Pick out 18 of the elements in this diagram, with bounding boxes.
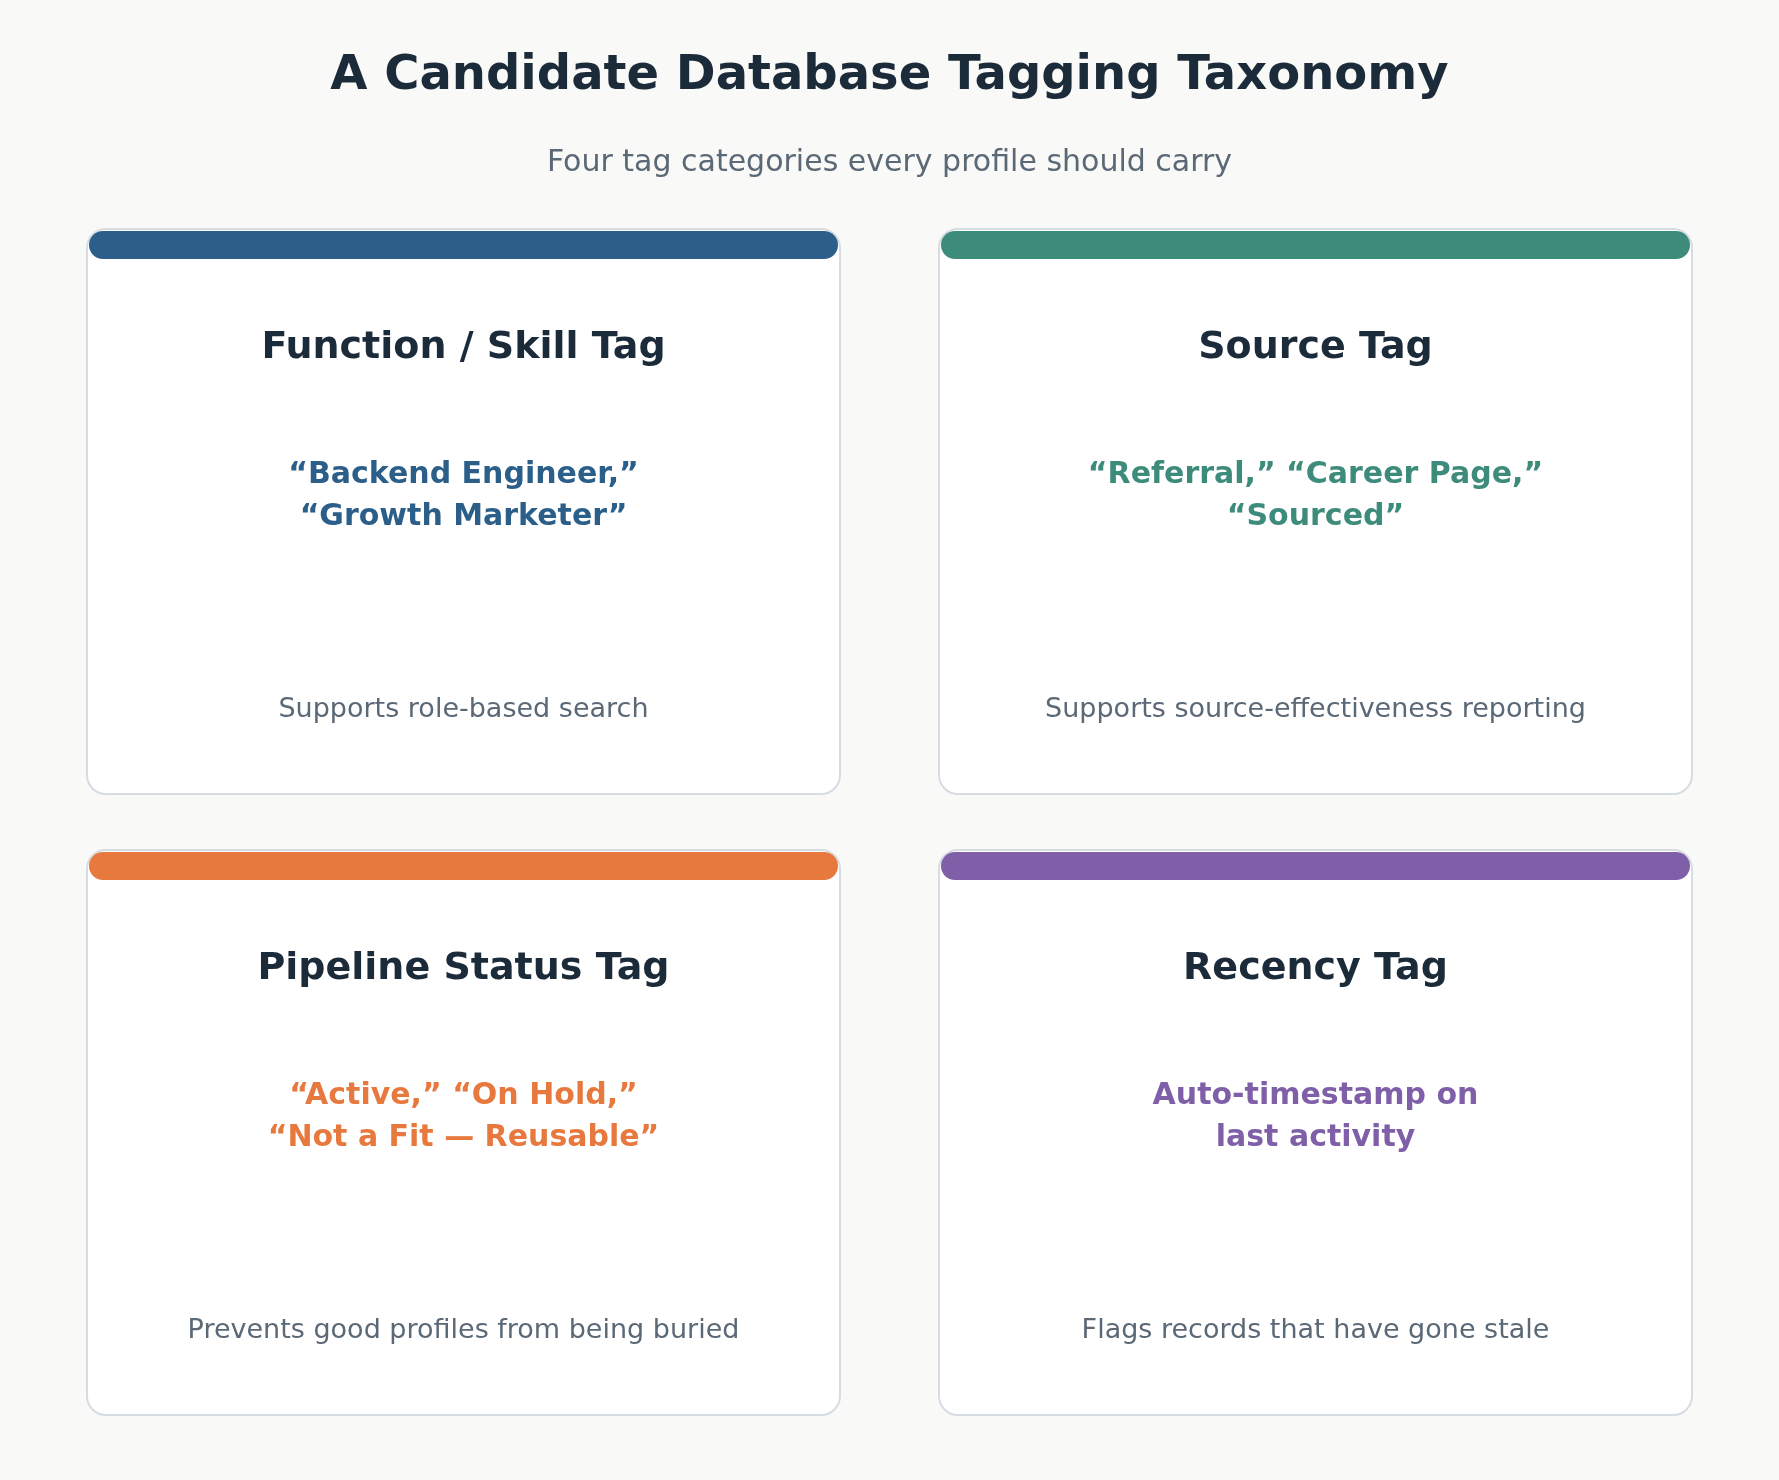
card-description: Supports role-based search	[277, 691, 650, 725]
card-heading: Function / Skill Tag	[260, 322, 667, 369]
tag-card	[86, 849, 841, 1416]
card-heading: Pipeline Status Tag	[256, 943, 671, 990]
card-heading: Recency Tag	[1182, 943, 1449, 990]
tag-examples: “Active,” “On Hold,” “Not a Fit — Reusable”	[266, 1075, 661, 1155]
card-description: Prevents good profiles from being buried	[186, 1312, 741, 1346]
page-subtitle: Four tag categories every profile should carry	[545, 142, 1234, 180]
tag-card	[938, 849, 1693, 1416]
tag-examples: “Backend Engineer,” “Growth Marketer”	[287, 454, 640, 534]
tag-card	[938, 228, 1693, 795]
tag-examples: Auto-timestamp on last activity	[1151, 1075, 1480, 1155]
card-description: Flags records that have gone stale	[1080, 1312, 1551, 1346]
tag-examples: “Referral,” “Career Page,” “Sourced”	[1086, 454, 1545, 534]
card-description: Supports source-effectiveness reporting	[1044, 691, 1587, 725]
card-heading: Source Tag	[1197, 322, 1434, 369]
page-title: A Candidate Database Tagging Taxonomy	[329, 43, 1450, 102]
tag-card	[86, 228, 841, 795]
